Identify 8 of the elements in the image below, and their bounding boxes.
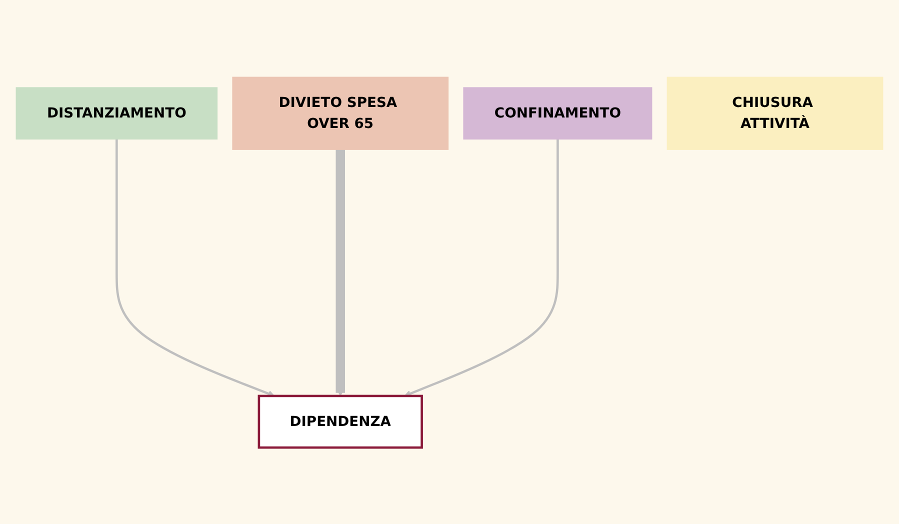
arrow xyxy=(336,149,345,396)
node-box: CHIUSURA ATTIVITÀ xyxy=(666,76,884,150)
node-box: CONFINAMENTO xyxy=(463,86,652,140)
node-box: DIPENDENZA xyxy=(258,394,423,448)
node-box: DISTANZIAMENTO xyxy=(16,86,218,140)
node-box: DIVIETO SPESA OVER 65 xyxy=(232,76,449,150)
arrow xyxy=(116,138,275,397)
arrow xyxy=(404,138,559,396)
